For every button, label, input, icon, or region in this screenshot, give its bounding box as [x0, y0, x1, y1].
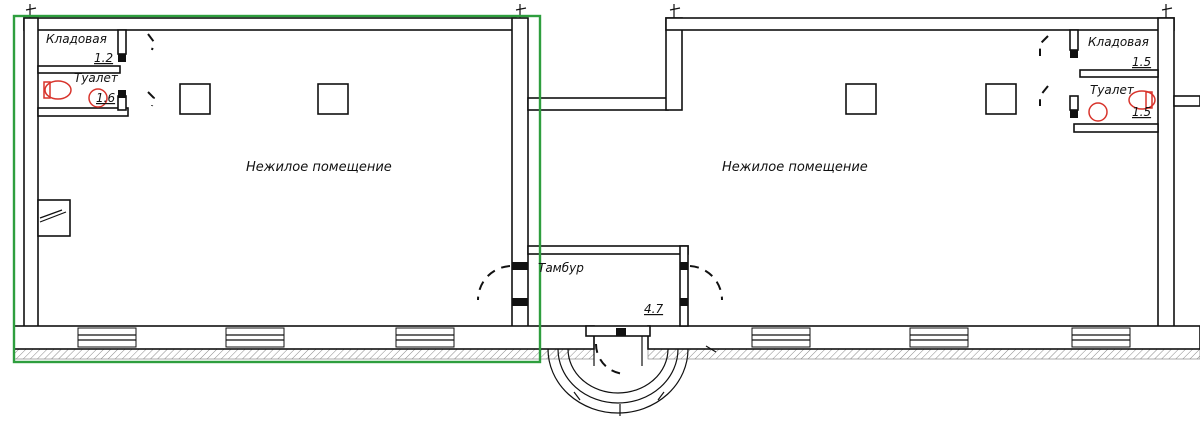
column: [317, 83, 349, 115]
entrance-steps: [547, 343, 717, 416]
right-toilet-area: 1.5: [1132, 105, 1151, 119]
left-storage-area: 1.2: [94, 51, 113, 65]
ground-hatch: [13, 348, 1200, 360]
column: [985, 83, 1017, 115]
vestibule-label: Тамбур: [538, 261, 584, 275]
right-storage-area: 1.5: [1132, 55, 1151, 69]
column: [845, 83, 877, 115]
right-wc-block: [1039, 29, 1159, 133]
right-toilet-label: Туалет: [1090, 83, 1135, 97]
left-toilet-area: 1.6: [96, 91, 115, 105]
left-room-label: Нежилое помещение: [246, 160, 392, 175]
vestibule-walls: [476, 245, 724, 366]
selected-unit-highlight[interactable]: [12, 14, 542, 364]
left-toilet-label: Туалет: [74, 71, 119, 85]
left-storage-label: Кладовая: [46, 32, 107, 46]
columns: [179, 83, 1017, 115]
exterior-walls: [13, 17, 1200, 350]
column: [179, 83, 211, 115]
facade-windows: [77, 327, 1131, 348]
right-room-label: Нежилое помещение: [722, 160, 868, 175]
right-storage-label: Кладовая: [1088, 35, 1149, 49]
left-wc-block: [37, 29, 156, 117]
vestibule-area: 4.7: [644, 302, 663, 316]
